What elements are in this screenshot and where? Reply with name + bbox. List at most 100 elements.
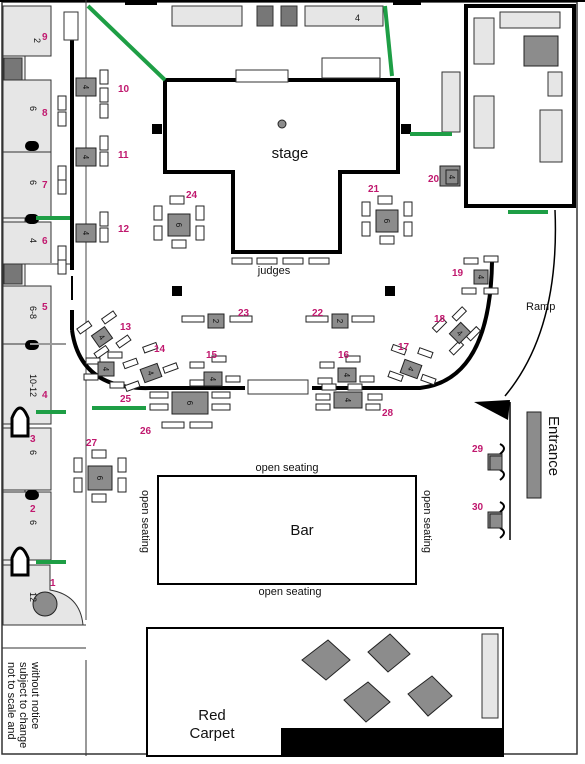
chair [321, 383, 337, 391]
table-capacity: 4 [476, 275, 485, 280]
chair [379, 235, 395, 245]
table-capacity: 4 [447, 175, 456, 180]
table-shape [375, 209, 399, 233]
chair [76, 320, 93, 335]
chair [431, 317, 448, 333]
table-capacity: 4 [146, 370, 156, 378]
table-shape [445, 169, 459, 185]
disclaimer: not to scale and subject to change witho… [5, 660, 87, 756]
chair [483, 287, 499, 295]
table-21: 6 [361, 195, 413, 245]
stage-label: stage [272, 145, 309, 162]
booth-5 [2, 285, 52, 345]
table-number: 25 [120, 394, 132, 405]
table-14: 4 [122, 341, 179, 393]
chair [73, 477, 83, 493]
table-number: 10 [118, 84, 130, 95]
chair [465, 325, 482, 342]
booth-number: 3 [30, 434, 36, 445]
red-carpet-line1: Red [198, 707, 226, 724]
chair [359, 375, 375, 383]
chair [367, 393, 383, 401]
chair [99, 211, 109, 227]
table-shape [489, 513, 503, 529]
table-capacity: 4 [343, 398, 352, 403]
chair [57, 165, 67, 181]
booth-8 [2, 79, 52, 153]
table-shape [75, 147, 97, 167]
table-28: 4 [315, 383, 383, 411]
table-capacity: 4 [342, 373, 351, 378]
chair [153, 205, 163, 221]
chair [99, 69, 109, 85]
chair [189, 379, 205, 387]
open-seating-right: open seating [421, 490, 433, 553]
table-26: 6 [149, 391, 231, 429]
red-carpet-room: Red Carpet [146, 627, 504, 757]
booth-capacity: 10-12 [28, 374, 38, 397]
chair [377, 195, 393, 205]
table-25: 4 [83, 351, 125, 389]
table-number: 11 [118, 150, 129, 161]
chair [417, 347, 434, 359]
chair [387, 370, 404, 383]
chair [351, 315, 375, 323]
booth-number: 1 [50, 578, 56, 589]
booth-number: 5 [42, 302, 48, 313]
chair [181, 315, 205, 323]
booth-capacity: 12 [28, 592, 38, 602]
chair [99, 151, 109, 167]
open-seating-bottom: open seating [259, 586, 322, 598]
table-16: 4 [317, 355, 375, 385]
chair [305, 315, 329, 323]
table-22: 2 [305, 313, 375, 329]
chair [390, 343, 408, 356]
booth-capacity: 4 [28, 238, 38, 243]
chair [211, 403, 231, 411]
table-15: 4 [189, 355, 241, 387]
chair [169, 195, 185, 205]
booth-number: 9 [42, 32, 48, 43]
table-capacity: 4 [405, 365, 415, 373]
top-booths: 4 [63, 5, 384, 41]
chair [361, 201, 371, 217]
table-number: 19 [452, 268, 464, 279]
booth-2 [2, 491, 52, 561]
chair [161, 421, 185, 429]
chair [83, 373, 99, 381]
entrance-label: Entrance [545, 416, 562, 476]
booth-number: 6 [42, 236, 48, 247]
chair [451, 306, 468, 322]
booth-capacity: 2 [32, 38, 42, 43]
table-capacity: 4 [81, 155, 90, 160]
booth-number: 4 [42, 390, 48, 401]
booth-9 [2, 5, 52, 57]
chair [85, 357, 101, 365]
booth-capacity: 6-8 [28, 306, 38, 319]
table-shape [167, 213, 191, 237]
chair [91, 493, 107, 503]
table-27: 6 [73, 449, 127, 503]
disclaimer-line1: not to scale and [5, 662, 17, 740]
bar-label: Bar [290, 522, 313, 539]
table-20: 4 [445, 169, 459, 185]
chair [107, 351, 123, 359]
disclaimer-line2: subject to change [17, 662, 29, 748]
table-number: 29 [472, 444, 484, 455]
table-shape [331, 313, 349, 329]
table-capacity: 6 [185, 401, 194, 406]
table-capacity: 4 [455, 329, 465, 339]
open-seating-top: open seating [256, 462, 319, 474]
chair [57, 179, 67, 195]
chair [403, 221, 413, 237]
chair [99, 103, 109, 119]
table-number: 20 [428, 174, 440, 185]
chair [189, 361, 205, 369]
table-18: 4 [431, 306, 482, 356]
table-number: 27 [86, 438, 98, 449]
table-shape [75, 223, 97, 243]
table-shape [207, 313, 225, 329]
booth-capacity: 6 [28, 450, 38, 455]
booth-number: 2 [30, 504, 36, 515]
chair [317, 377, 333, 385]
